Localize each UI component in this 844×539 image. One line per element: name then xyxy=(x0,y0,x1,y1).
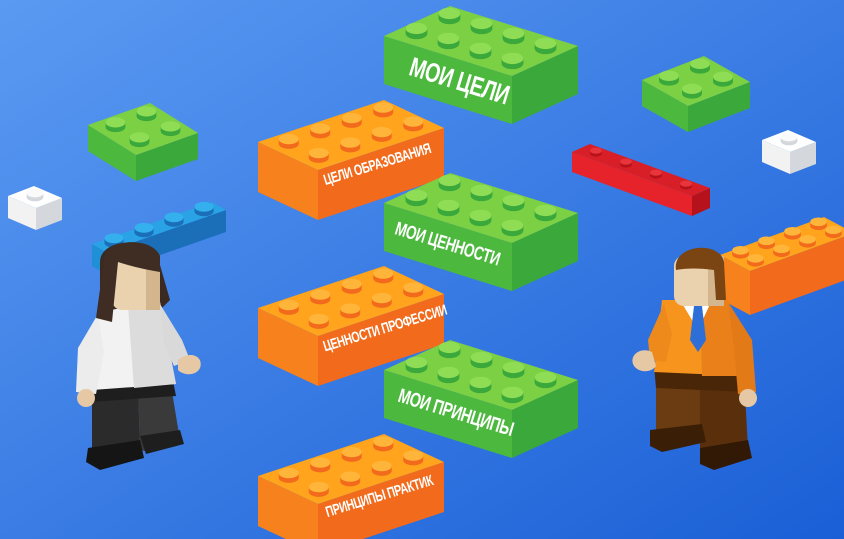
man-hair xyxy=(675,247,726,300)
woman-left-hand xyxy=(77,389,95,407)
man-right-foot xyxy=(700,440,752,470)
man-left-hand xyxy=(632,350,656,372)
man-tie xyxy=(690,306,706,352)
woman-right-hand xyxy=(178,354,201,375)
brick-profession-values xyxy=(258,266,444,386)
man-right-hand xyxy=(739,389,757,407)
brick-education-goals xyxy=(258,100,444,220)
decor-brick-red xyxy=(572,144,710,216)
man-right-arm xyxy=(728,302,756,394)
decor-brick-white-left xyxy=(8,186,62,230)
decor-brick-green-left xyxy=(88,103,198,181)
decor-brick-white-right xyxy=(762,130,816,174)
man-right-leg xyxy=(700,376,748,462)
woman-right-foot xyxy=(140,430,184,454)
woman-left-arm xyxy=(76,314,104,394)
woman-hair xyxy=(96,242,160,322)
man-left-foot xyxy=(650,424,706,452)
woman-left-foot xyxy=(86,440,144,470)
woman-right-arm xyxy=(160,304,190,366)
decor-brick-green-right xyxy=(642,56,750,132)
brick-goals xyxy=(384,6,578,124)
brick-values xyxy=(384,173,578,291)
brick-practice-principles xyxy=(258,434,444,539)
decor-brick-orange-right xyxy=(720,217,844,315)
figure-woman xyxy=(76,242,201,470)
man-left-arm xyxy=(648,304,672,362)
brick-principles xyxy=(384,340,578,458)
figure-man xyxy=(632,247,757,470)
